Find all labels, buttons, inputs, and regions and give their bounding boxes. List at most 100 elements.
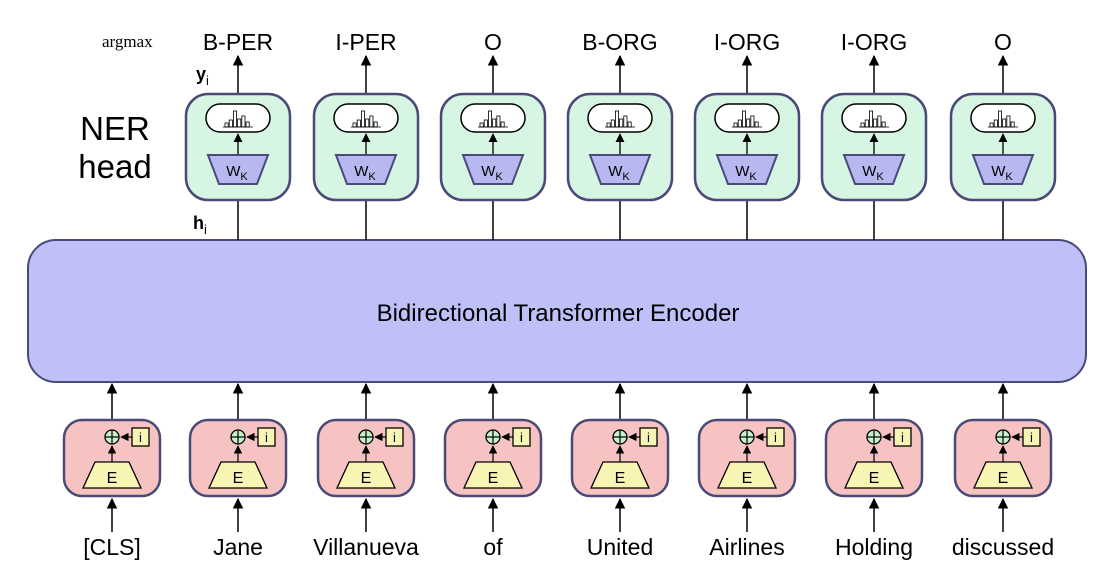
histogram-bar [737, 119, 742, 128]
histogram-bar [373, 121, 378, 128]
position-box [512, 427, 531, 447]
weight-label-sub: K [622, 171, 630, 183]
ner-head-columns: B-PERWKI-PERWKOWKB-ORGWKI-ORGWKI-ORGWKOW… [184, 29, 1057, 240]
weight-trapezoid [461, 154, 525, 185]
histogram-bar [742, 110, 747, 128]
ner-head-line1: NER [80, 110, 150, 147]
embedding-label: E [361, 470, 372, 487]
softmax-box [970, 103, 1036, 133]
weight-label: WK [991, 163, 1013, 183]
histogram-bar [615, 110, 620, 128]
ner-head-1: I-PER WK [312, 29, 420, 240]
embedding-label: E [488, 470, 499, 487]
histogram-bar [369, 115, 374, 128]
position-label: i [901, 430, 904, 445]
position-box [385, 427, 404, 447]
histogram-bar [352, 122, 357, 128]
input-token-label: Villanueva [313, 534, 419, 560]
weight-label-main: W [226, 163, 241, 180]
weight-label: WK [608, 163, 630, 183]
weight-label-main: W [481, 163, 496, 180]
histogram-bar [733, 122, 738, 128]
weight-label-sub: K [240, 171, 248, 183]
output-tag-label: I-PER [335, 29, 396, 55]
histogram-bar [241, 115, 246, 128]
histogram-bar [356, 119, 361, 128]
argmax-label: argmax [102, 32, 153, 51]
embedding-label: E [742, 470, 753, 487]
weight-label-main: W [608, 163, 623, 180]
embedding-label: E [869, 470, 880, 487]
histogram-bar [864, 119, 869, 128]
histogram-bar [500, 121, 505, 128]
embedding-trapezoid [843, 461, 905, 489]
histogram-bar [360, 110, 365, 128]
position-box [639, 427, 658, 447]
position-label: i [265, 430, 268, 445]
softmax-box [841, 103, 907, 133]
weight-label: WK [862, 163, 884, 183]
weight-label-sub: K [495, 171, 503, 183]
histogram-bar [746, 118, 751, 128]
embedding-column-0: [CLS]Ei [62, 382, 162, 560]
position-label: i [647, 430, 650, 445]
histogram-bar [1002, 118, 1007, 128]
transformer-encoder-label: Bidirectional Transformer Encoder [377, 300, 740, 327]
output-tag-label: O [994, 29, 1012, 55]
histogram-bar [245, 121, 250, 128]
histogram-bar [627, 121, 632, 128]
weight-trapezoid [715, 154, 779, 185]
input-token-label: United [587, 534, 653, 560]
position-box [257, 427, 276, 447]
input-token-label: [CLS] [83, 534, 141, 560]
histogram-bar [989, 122, 994, 128]
histogram-bar [623, 115, 628, 128]
histogram-bar [365, 118, 370, 128]
histogram-bar [492, 118, 497, 128]
weight-label-main: W [735, 163, 750, 180]
position-box [1022, 427, 1041, 447]
weight-trapezoid [206, 154, 270, 185]
embedding-trapezoid [972, 461, 1034, 489]
histogram-bar [881, 121, 886, 128]
weight-label: WK [354, 163, 376, 183]
position-label: i [774, 430, 777, 445]
histogram-bar [483, 119, 488, 128]
embedding-column-4: United Ei [570, 382, 670, 560]
ner-head-3: B-ORG WK [566, 29, 674, 240]
softmax-box [714, 103, 780, 133]
ner-head-6: O WK [949, 29, 1057, 240]
histogram-bar [224, 122, 229, 128]
weight-label-main: W [354, 163, 369, 180]
embedding-trapezoid [207, 461, 269, 489]
weight-label-sub: K [1005, 171, 1013, 183]
histogram-bar [754, 121, 759, 128]
histogram-bar [228, 119, 233, 128]
embedding-label: E [615, 470, 626, 487]
histogram-bar [869, 110, 874, 128]
weight-label-sub: K [368, 171, 376, 183]
embedding-trapezoid [81, 461, 143, 489]
ner-head-line2: head [78, 148, 151, 185]
histogram-bar [877, 115, 882, 128]
y-label: yi [196, 64, 209, 88]
weight-label: WK [481, 163, 503, 183]
position-label: i [1030, 430, 1033, 445]
softmax-box [587, 103, 653, 133]
histogram-bar [1006, 115, 1011, 128]
histogram-bar [998, 110, 1003, 128]
histogram-bar [619, 118, 624, 128]
histogram-bar [993, 119, 998, 128]
output-tag-label: O [484, 29, 502, 55]
position-label: i [520, 430, 523, 445]
input-token-label: Jane [213, 534, 263, 560]
weight-label-sub: K [749, 171, 757, 183]
output-tag-label: B-ORG [582, 29, 657, 55]
h-label: hi [193, 213, 207, 237]
